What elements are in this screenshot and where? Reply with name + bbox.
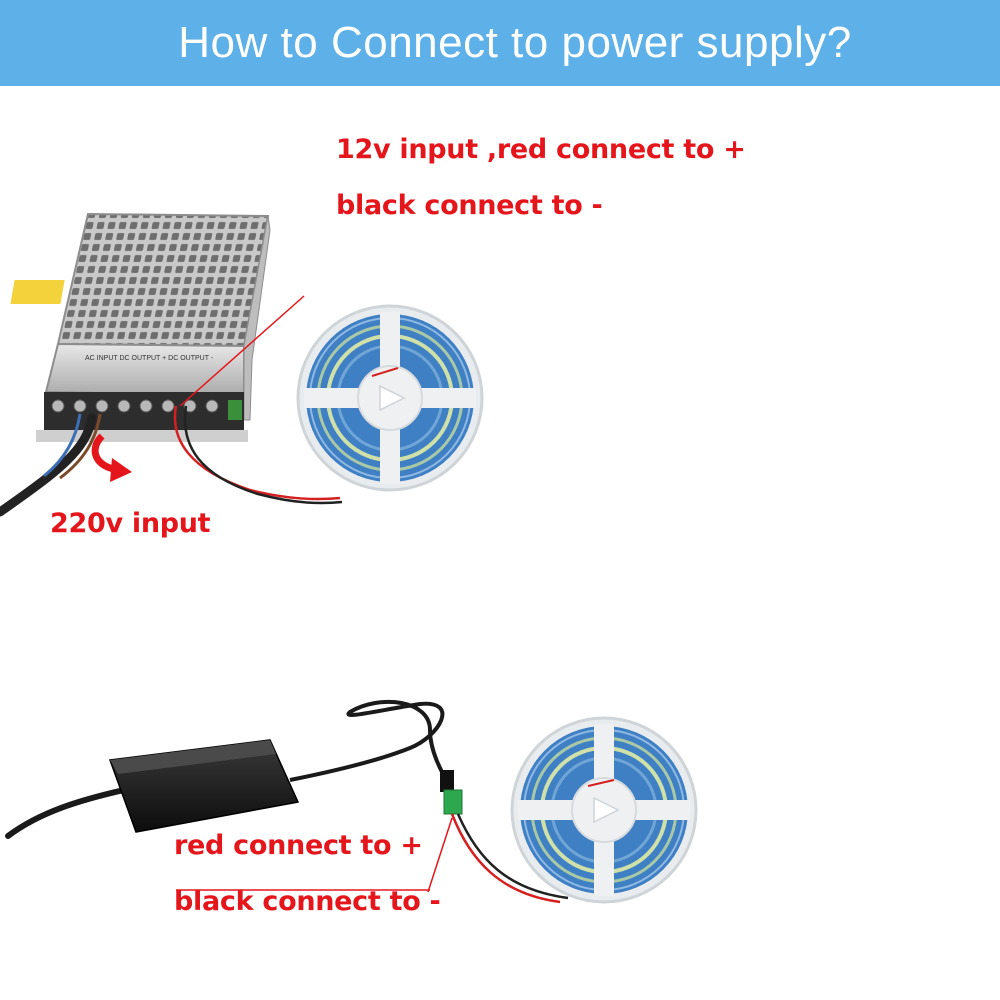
power-adapter-icon <box>5 699 454 839</box>
label-220v-input: 220v input <box>50 508 211 539</box>
label-red-plus-2: red connect to + <box>174 830 423 861</box>
header-banner: How to Connect to power supply? <box>0 0 1000 86</box>
label-black-minus-2: black connect to - <box>174 886 441 917</box>
psu-panel-text: AC INPUT DC OUTPUT + DC OUTPUT - <box>85 355 214 362</box>
ac-input-cable <box>0 413 102 517</box>
pointer-line <box>179 295 305 407</box>
dc-output-wires <box>173 405 343 505</box>
dc-connector-icon <box>440 770 463 815</box>
page-title: How to Connect to power supply? <box>178 18 852 67</box>
label-black-minus-1: black connect to - <box>336 190 603 221</box>
connector-wires <box>450 813 569 904</box>
led-strip-reel-icon <box>510 716 698 904</box>
label-12v-input: 12v input ,red connect to + <box>336 134 746 165</box>
power-supply-icon: AC INPUT DC OUTPUT + DC OUTPUT - <box>10 212 271 442</box>
pointer-line-2 <box>427 817 453 893</box>
led-strip-reel-icon <box>296 304 484 492</box>
